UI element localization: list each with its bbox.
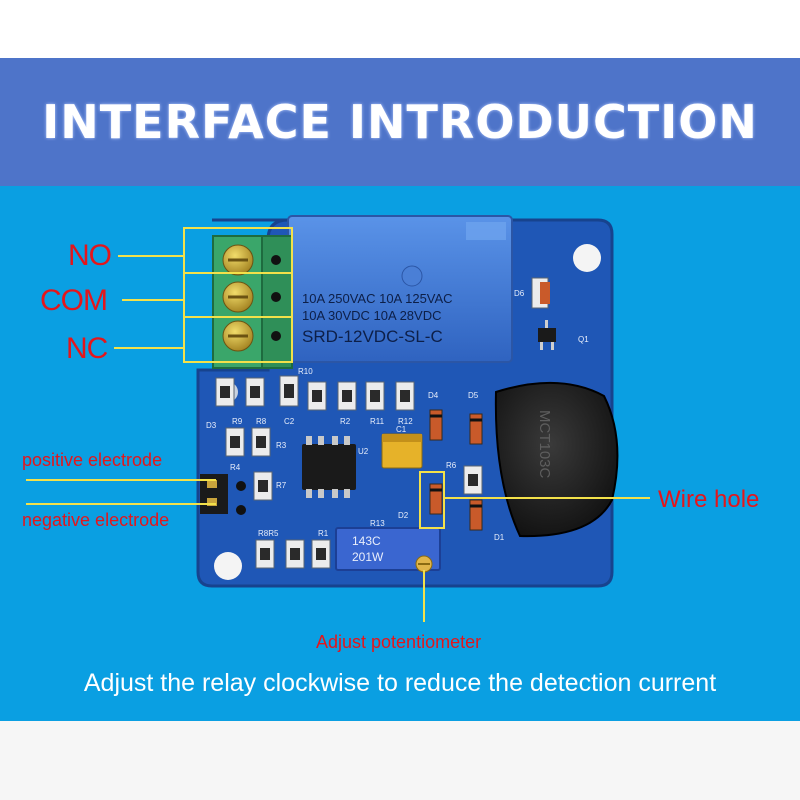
transistor-q1 [538,320,556,350]
silk-r6: R6 [446,461,457,470]
mount-hole [214,552,242,580]
silk-u2: U2 [358,447,369,456]
silk-r7: R7 [276,481,287,490]
silk-d3: D3 [206,421,217,430]
screw-terminal [212,235,293,369]
header-banner: INTERFACE INTRODUCTION [0,58,800,186]
caption: Adjust the relay clockwise to reduce the… [83,669,717,697]
silk-q1: Q1 [578,335,589,344]
silk-d6: D6 [514,289,525,298]
silkscreen: D6 Q1 R10 R9 R8 C2 R2 R11 R12 D4 D5 D3 R… [206,289,589,542]
silk-d1: D1 [494,533,505,542]
silk-r1: R1 [318,529,329,538]
bottom-margin [0,721,800,800]
silk-r9: R9 [232,417,243,426]
sensor-label: MCT103C [536,410,553,479]
box-wire-hole [419,471,445,529]
top-margin [0,0,800,58]
ic-chip [302,436,356,498]
label-wire-hole: Wire hole [658,486,760,513]
label-nc: NC [66,332,108,365]
relay-model: SRD-12VDC-SL-C [302,327,443,346]
label-positive-electrode: positive electrode [22,450,163,470]
silk-r2: R2 [340,417,351,426]
silk-r5: R8R5 [258,529,279,538]
silk-d4: D4 [428,391,439,400]
header-title: INTERFACE INTRODUCTION [42,95,758,149]
silk-d2: D2 [398,511,409,520]
pot-code-line-1: 143C [352,534,381,548]
mount-hole [573,244,601,272]
silk-r11: R11 [370,417,385,426]
silk-c1: C1 [396,425,407,434]
label-no: NO [68,239,112,272]
silk-r10: R10 [298,367,313,376]
pot-code-line-2: 201W [352,550,384,564]
relay-rating-line-2: 10A 30VDC 10A 28VDC [302,308,441,323]
potentiometer: 143C 201W [335,527,441,573]
label-negative-electrode: negative electrode [22,510,170,530]
silk-r8: R8 [256,417,267,426]
label-com: COM [40,284,108,317]
relay: 10A 250VAC 10A 125VAC 10A 30VDC 10A 28VD… [287,215,513,363]
diodes [429,282,550,531]
smd-pads-dark [220,384,478,560]
silk-r12: R12 [398,417,413,426]
current-transformer: MCT103C [494,381,619,538]
relay-rating-line-1: 10A 250VAC 10A 125VAC [302,291,453,306]
label-adjust-potentiometer: Adjust potentiometer [316,632,482,652]
silk-d5: D5 [468,391,479,400]
callout-lines [26,227,650,622]
silk-c2: C2 [284,417,295,426]
silk-r3: R3 [276,441,287,450]
silk-r4: R4 [230,463,241,472]
box-nc [183,316,293,363]
silk-r13: R13 [370,519,385,528]
